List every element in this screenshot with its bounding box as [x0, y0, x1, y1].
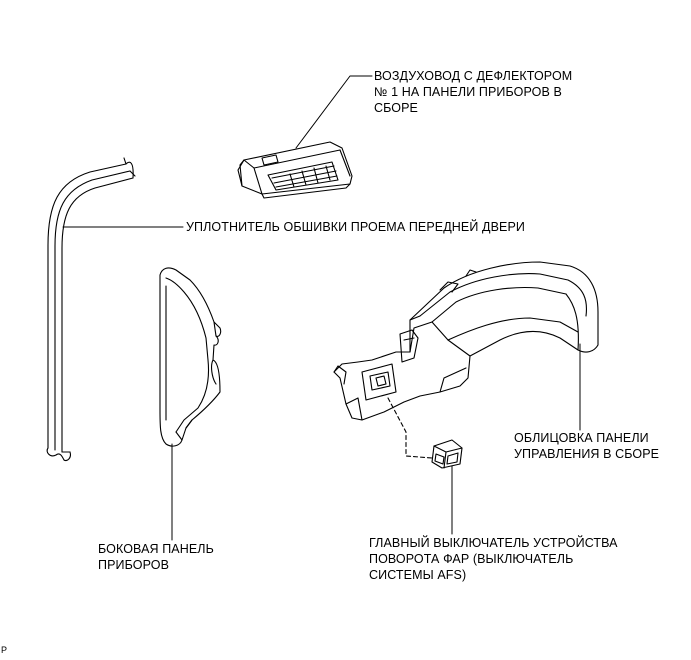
- label-door-opening-weatherstrip: УПЛОТНИТЕЛЬ ОБШИВКИ ПРОЕМА ПЕРЕДНЕЙ ДВЕР…: [186, 219, 525, 235]
- leader-lines: [63, 76, 580, 540]
- door-opening-weatherstrip: [47, 158, 135, 461]
- afs-main-switch: [432, 440, 462, 468]
- label-line: СБОРЕ: [374, 101, 418, 115]
- label-line: ВОЗДУХОВОД С ДЕФЛЕКТОРОМ: [374, 69, 573, 83]
- label-line: ПРИБОРОВ: [98, 558, 170, 572]
- label-line: ПОВОРОТА ФАР (ВЫКЛЮЧАТЕЛЬ: [369, 552, 574, 566]
- label-line: БОКОВАЯ ПАНЕЛЬ: [98, 542, 214, 556]
- label-line: ГЛАВНЫЙ ВЫКЛЮЧАТЕЛЬ УСТРОЙСТВА: [369, 536, 618, 550]
- label-line: УПЛОТНИТЕЛЬ ОБШИВКИ ПРОЕМА ПЕРЕДНЕЙ ДВЕР…: [186, 220, 525, 234]
- instrument-side-panel: [160, 268, 221, 446]
- label-cluster-finish-panel: ОБЛИЦОВКА ПАНЕЛИ УПРАВЛЕНИЯ В СБОРЕ: [514, 430, 659, 462]
- install-guide-dashed: [388, 398, 432, 458]
- leader-vent: [296, 76, 372, 148]
- label-line: УПРАВЛЕНИЯ В СБОРЕ: [514, 447, 660, 461]
- figure-code: P: [1, 645, 8, 655]
- label-line: № 1 НА ПАНЕЛИ ПРИБОРОВ В: [374, 85, 562, 99]
- air-vent-register: [238, 142, 352, 198]
- label-instrument-side-panel: БОКОВАЯ ПАНЕЛЬ ПРИБОРОВ: [98, 541, 214, 573]
- label-air-vent-register: ВОЗДУХОВОД С ДЕФЛЕКТОРОМ № 1 НА ПАНЕЛИ П…: [374, 68, 572, 116]
- label-line: ОБЛИЦОВКА ПАНЕЛИ: [514, 431, 649, 445]
- label-afs-main-switch: ГЛАВНЫЙ ВЫКЛЮЧАТЕЛЬ УСТРОЙСТВА ПОВОРОТА …: [369, 535, 618, 583]
- label-line: СИСТЕМЫ AFS): [369, 568, 467, 582]
- cluster-finish-panel: [334, 262, 598, 420]
